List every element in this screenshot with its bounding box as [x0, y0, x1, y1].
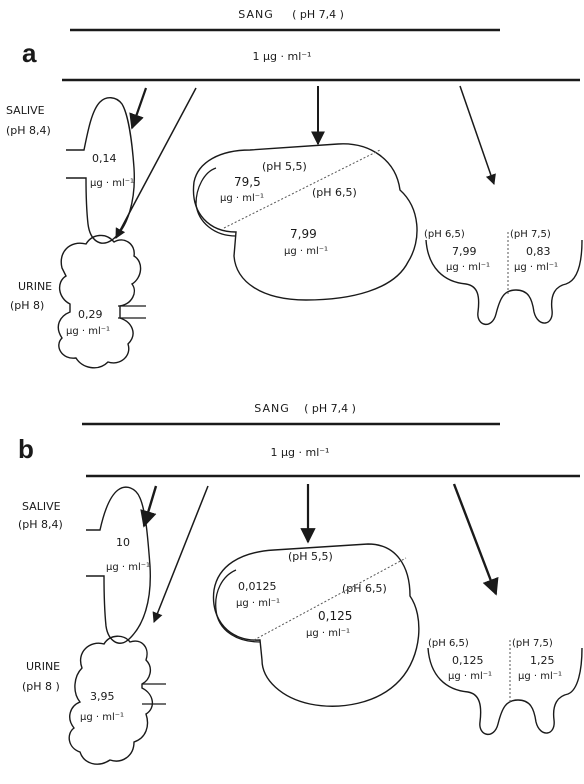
saliva-label: SALIVE — [6, 104, 45, 117]
blood-label: SANG — [254, 402, 289, 415]
udder-value-left: 7,99 — [452, 245, 477, 258]
blood-label: SANG — [238, 8, 273, 21]
saliva-ph: (pH 8,4) — [18, 518, 63, 531]
stomach-flap — [215, 569, 261, 643]
urine-unit: μg · ml⁻¹ — [80, 712, 124, 723]
stomach-unit-bottom: μg · ml⁻¹ — [306, 628, 350, 639]
saliva-label: SALIVE — [22, 500, 61, 513]
blood-concentration: 1 μg · ml⁻¹ — [271, 446, 330, 459]
panel-a: SANG ( pH 7,4 ) a 1 μg · ml⁻¹ SALIVE (pH… — [6, 8, 583, 369]
stomach-ph-bottom: (pH 6,5) — [312, 186, 357, 199]
stomach-ph-bottom: (pH 6,5) — [342, 582, 387, 595]
stomach-value-bottom: 0,125 — [318, 609, 352, 623]
stomach-value-top: 79,5 — [234, 175, 261, 189]
stomach-divider — [223, 149, 381, 229]
udder-shape — [425, 239, 583, 325]
udder-value-right: 1,25 — [530, 654, 555, 667]
udder-ph-right: (pH 7,5) — [512, 638, 553, 649]
stomach-unit-top: μg · ml⁻¹ — [220, 193, 264, 204]
stomach-shape — [192, 143, 418, 301]
saliva-ph: (pH 8,4) — [6, 124, 51, 137]
arrow-to-udder — [452, 483, 499, 596]
urine-value: 0,29 — [78, 308, 103, 321]
udder-value-right: 0,83 — [526, 245, 551, 258]
panel-letter: a — [22, 38, 37, 68]
saliva-unit: μg · ml⁻¹ — [106, 562, 150, 573]
urine-ph: (pH 8) — [10, 299, 44, 312]
panel-b: SANG ( pH 7,4 ) b 1 μg · ml⁻¹ SALIVE (pH… — [18, 402, 583, 765]
urine-label: URINE — [18, 280, 52, 293]
kidney-shape — [57, 234, 142, 369]
udder-ph-left: (pH 6,5) — [428, 638, 469, 649]
stomach-divider — [253, 557, 407, 641]
panel-letter: b — [18, 434, 34, 464]
blood-ph: ( pH 7,4 ) — [304, 402, 356, 415]
saliva-value: 10 — [116, 536, 130, 549]
stomach-value-bottom: 7,99 — [290, 227, 317, 241]
kidney-hilum — [118, 305, 146, 319]
stomach-ph-top: (pH 5,5) — [288, 550, 333, 563]
kidney-shape — [68, 635, 153, 765]
udder-ph-left: (pH 6,5) — [424, 229, 465, 240]
blood-concentration: 1 μg · ml⁻¹ — [253, 50, 312, 63]
stomach-flap — [195, 167, 237, 237]
urine-unit: μg · ml⁻¹ — [66, 326, 110, 337]
salivary-gland-shape — [86, 486, 152, 644]
blood-ph: ( pH 7,4 ) — [292, 8, 344, 21]
udder-unit-left: μg · ml⁻¹ — [448, 671, 492, 682]
udder-unit-right: μg · ml⁻¹ — [514, 262, 558, 273]
stomach-ph-top: (pH 5,5) — [262, 160, 307, 173]
saliva-value: 0,14 — [92, 152, 117, 165]
saliva-unit: μg · ml⁻¹ — [90, 178, 134, 189]
stomach-unit-bottom: μg · ml⁻¹ — [284, 246, 328, 257]
arrow-to-saliva — [129, 87, 148, 130]
kidney-hilum — [142, 683, 166, 705]
urine-label: URINE — [26, 660, 60, 673]
stomach-shape — [212, 543, 420, 707]
urine-value: 3,95 — [90, 690, 115, 703]
udder-shape — [427, 647, 583, 735]
udder-value-left: 0,125 — [452, 654, 484, 667]
urine-ph: (pH 8 ) — [22, 680, 60, 693]
salivary-gland-shape — [66, 97, 136, 244]
udder-unit-left: μg · ml⁻¹ — [446, 262, 490, 273]
arrow-to-urine — [152, 485, 209, 623]
udder-unit-right: μg · ml⁻¹ — [518, 671, 562, 682]
stomach-value-top: 0,0125 — [238, 580, 277, 593]
arrow-to-udder — [459, 85, 496, 185]
stomach-unit-top: μg · ml⁻¹ — [236, 598, 280, 609]
udder-ph-right: (pH 7,5) — [510, 229, 551, 240]
